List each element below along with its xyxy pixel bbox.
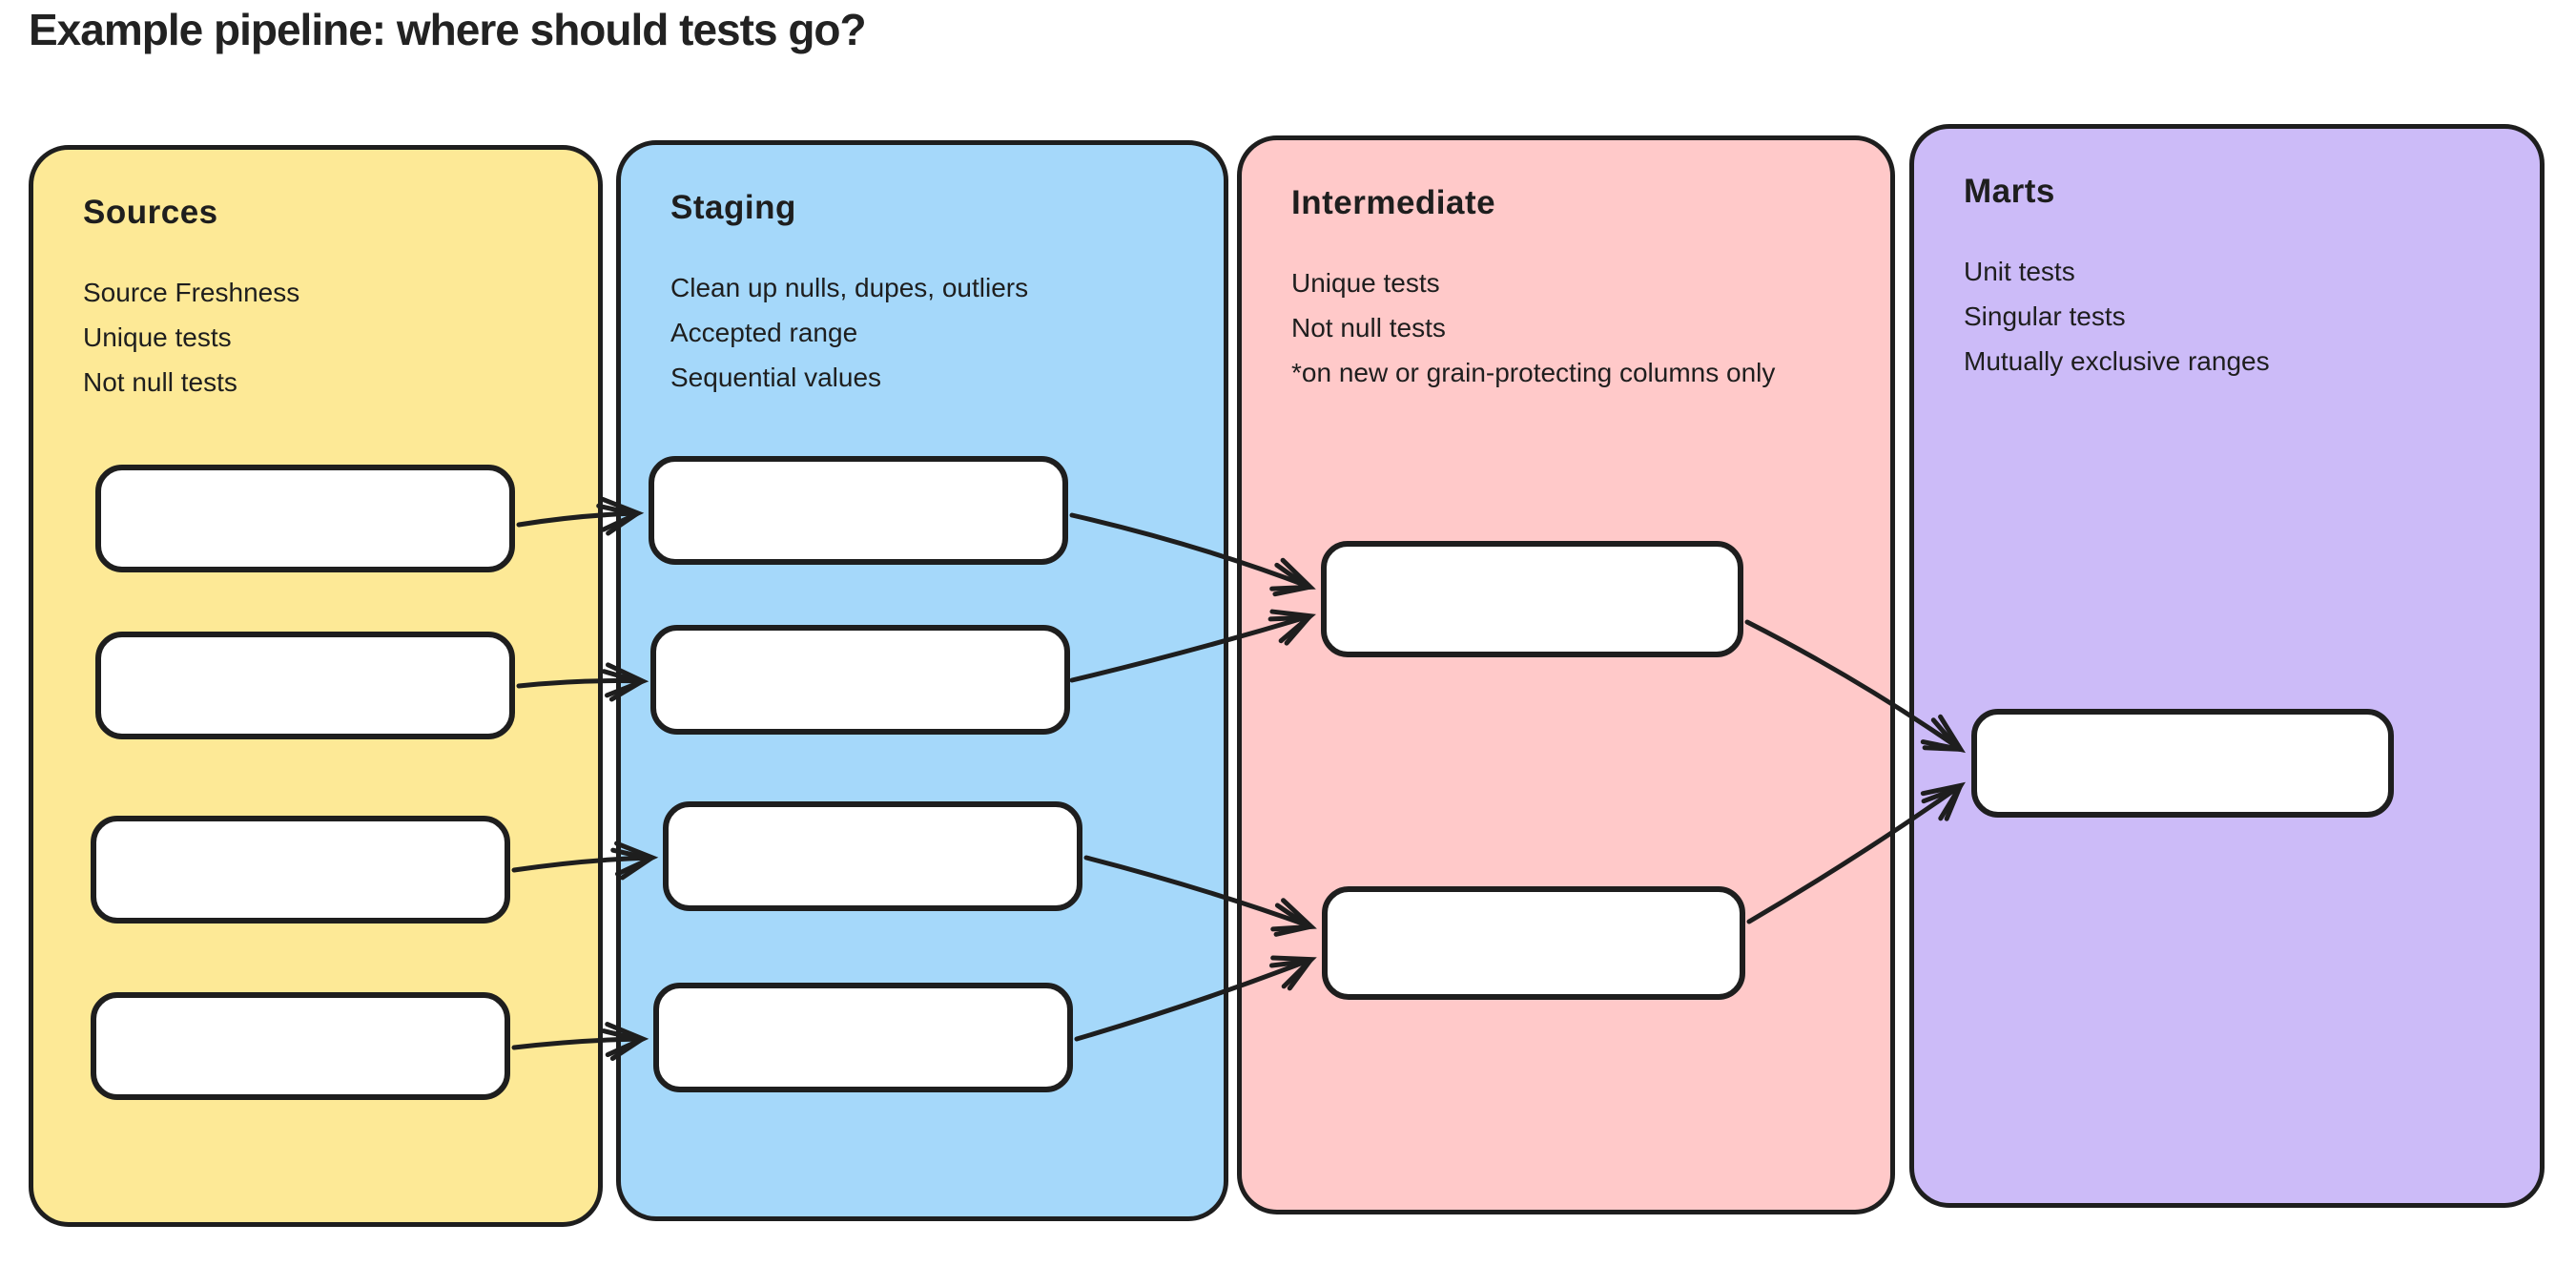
column-intermediate: Intermediate Unique tests Not null tests… — [1237, 135, 1895, 1214]
column-title-sources: Sources — [83, 194, 218, 231]
diagram-title: Example pipeline: where should tests go? — [29, 5, 867, 54]
note-accepted-range: Accepted range — [670, 318, 858, 347]
note-grain-protecting-columns: *on new or grain-protecting columns only — [1291, 358, 1776, 387]
column-title-intermediate: Intermediate — [1291, 184, 1496, 221]
note-not-null-tests-intermediate: Not null tests — [1291, 313, 1446, 342]
column-title-marts: Marts — [1964, 173, 2055, 210]
note-mutually-exclusive-ranges: Mutually exclusive ranges — [1964, 346, 2270, 376]
column-title-staging: Staging — [670, 189, 796, 226]
node-staging-4 — [653, 983, 1073, 1092]
note-not-null-tests-sources: Not null tests — [83, 367, 237, 397]
column-notes-marts: Unit tests Singular tests Mutually exclu… — [1964, 249, 2540, 384]
node-sources-4 — [91, 992, 510, 1100]
column-notes-staging: Clean up nulls, dupes, outliers Accepted… — [670, 265, 1224, 400]
column-notes-intermediate: Unique tests Not null tests *on new or g… — [1291, 260, 1890, 395]
column-notes-sources: Source Freshness Unique tests Not null t… — [83, 270, 598, 405]
note-singular-tests: Singular tests — [1964, 301, 2126, 331]
node-intermediate-1 — [1321, 541, 1743, 657]
node-marts-1 — [1971, 709, 2394, 818]
note-source-freshness: Source Freshness — [83, 278, 300, 307]
node-sources-1 — [95, 465, 515, 572]
note-sequential-values: Sequential values — [670, 363, 882, 392]
note-unit-tests: Unit tests — [1964, 257, 2075, 286]
node-staging-3 — [663, 801, 1082, 911]
node-sources-2 — [95, 632, 515, 739]
node-staging-1 — [649, 456, 1068, 565]
note-unique-tests-sources: Unique tests — [83, 322, 232, 352]
column-marts: Marts Unit tests Singular tests Mutually… — [1909, 124, 2545, 1208]
note-unique-tests-intermediate: Unique tests — [1291, 268, 1440, 298]
node-sources-3 — [91, 816, 510, 924]
node-intermediate-2 — [1322, 886, 1745, 1000]
note-clean-up-nulls: Clean up nulls, dupes, outliers — [670, 273, 1029, 302]
node-staging-2 — [650, 625, 1070, 735]
